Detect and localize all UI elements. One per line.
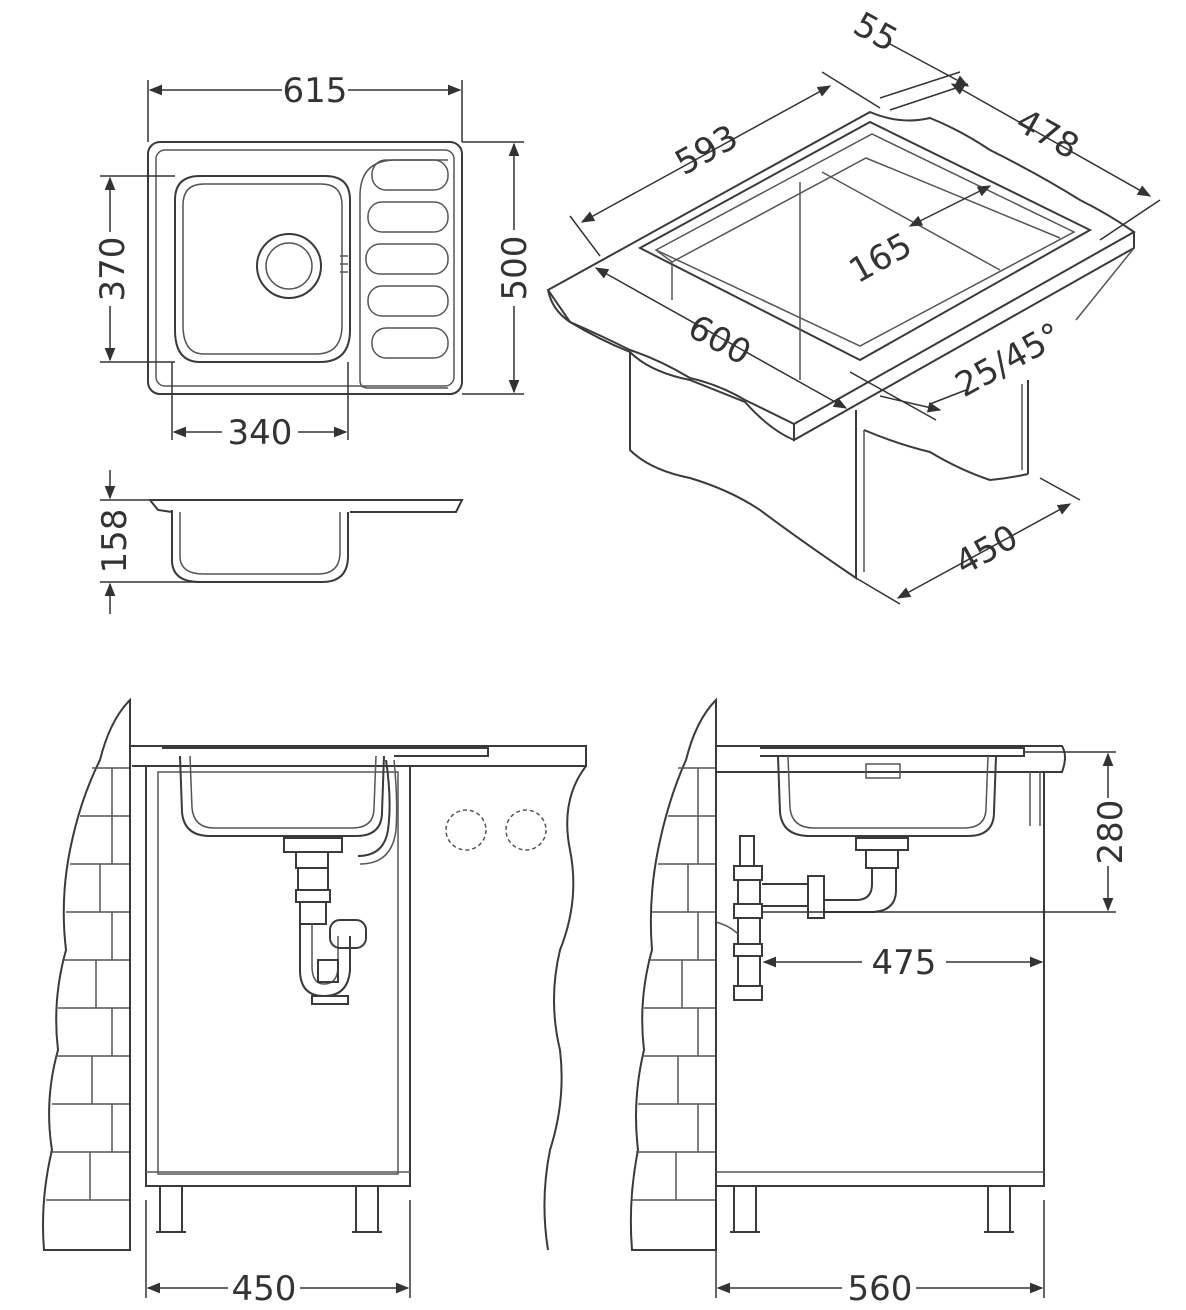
dim-side-cabinet-depth: 560 <box>848 1269 913 1309</box>
dim-edge-angle: 25/45° <box>949 315 1069 406</box>
dim-cabinet-depth: 450 <box>949 517 1025 583</box>
side-profile: 158 <box>95 470 464 614</box>
drain-icon <box>256 233 322 299</box>
dim-overall-depth: 500 <box>495 236 535 301</box>
dim-front-cabinet-width: 450 <box>232 1269 297 1309</box>
dim-bowl-height: 158 <box>95 509 135 574</box>
dim-drain-offset: 475 <box>872 943 937 983</box>
dim-top-width: 615 <box>283 71 348 111</box>
socket-icon <box>445 809 487 851</box>
dim-drain-height: 280 <box>1091 800 1131 865</box>
cabinet-leg-left <box>159 1185 183 1233</box>
dim-rim: 55 <box>847 4 904 60</box>
isometric-view: 593 55 478 165 600 25/45° 450 <box>546 4 1161 605</box>
drainer-ribs <box>359 159 449 389</box>
brick-wall <box>46 767 130 1201</box>
dim-bowl-length: 370 <box>93 237 133 302</box>
side-view: 280 475 560 <box>629 697 1131 1309</box>
drain-fitting <box>283 837 343 853</box>
dim-bowl-width: 340 <box>228 413 293 453</box>
brick-wall-side <box>632 767 716 1201</box>
dim-cutout-width: 593 <box>669 117 745 183</box>
wall-right <box>629 697 717 1251</box>
top-view: 615 370 500 340 <box>93 71 535 453</box>
wall-left <box>42 697 131 1251</box>
dim-cutout-depth: 478 <box>1009 101 1085 167</box>
socket-icon <box>505 809 547 851</box>
front-view: 450 <box>42 697 587 1309</box>
cabinet-leg-right <box>355 1185 379 1233</box>
